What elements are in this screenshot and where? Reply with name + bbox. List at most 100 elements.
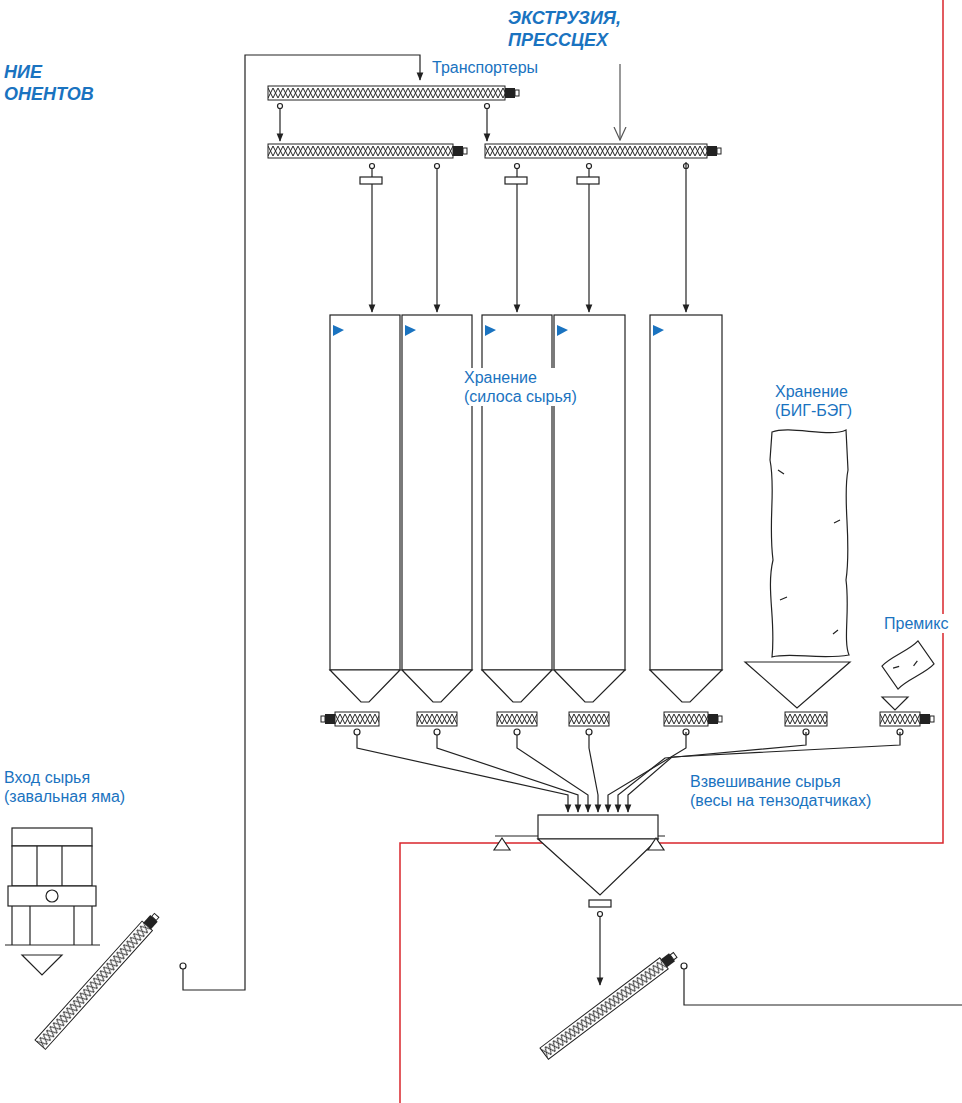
equipment-node: Хранение (силоса сырья) bbox=[322, 312, 728, 732]
transfer-drop bbox=[278, 104, 689, 313]
feed-line bbox=[589, 735, 598, 812]
intake-pit bbox=[46, 890, 58, 902]
equipment-label: Вход сырья (завальная яма) bbox=[4, 768, 126, 806]
transfer-drop bbox=[371, 169, 372, 312]
feeder-drop bbox=[514, 729, 520, 735]
level-sensor bbox=[485, 325, 496, 336]
screw-feeder bbox=[880, 712, 934, 726]
intake-pit bbox=[5, 944, 100, 945]
feed-line bbox=[357, 735, 568, 812]
feed-line bbox=[681, 963, 687, 969]
feed-line bbox=[183, 969, 200, 990]
screw-feeder bbox=[321, 712, 379, 726]
screw-feeder bbox=[497, 712, 537, 726]
screw-feeder bbox=[664, 712, 708, 726]
intake-pit bbox=[11, 906, 12, 945]
weighing-hopper bbox=[598, 912, 603, 917]
screw-conveyor bbox=[485, 144, 721, 158]
screw-conveyor bbox=[670, 952, 677, 959]
feed-line bbox=[180, 963, 200, 990]
screw-feeder bbox=[920, 714, 930, 724]
feeder-drop bbox=[434, 729, 440, 735]
big-bag bbox=[778, 470, 840, 634]
equipment-label: Хранение (БИГ-БЭГ) bbox=[775, 382, 853, 420]
screw-feeder bbox=[664, 712, 722, 726]
screw-conveyor bbox=[540, 949, 679, 1059]
weighing-hopper bbox=[599, 917, 600, 985]
gate-valve bbox=[505, 177, 527, 184]
feed-line bbox=[180, 963, 186, 969]
zone-line bbox=[400, 0, 943, 1103]
screw-conveyor bbox=[35, 911, 162, 1050]
gate-valve bbox=[360, 177, 382, 184]
silo bbox=[482, 670, 552, 702]
screw-conveyor bbox=[463, 148, 467, 154]
intake-pit bbox=[5, 828, 100, 975]
screw-feeder bbox=[569, 712, 609, 726]
zone-line bbox=[400, 0, 943, 1103]
feeder-drop bbox=[354, 729, 903, 735]
screw-conveyor bbox=[35, 921, 152, 1049]
silo bbox=[402, 670, 472, 702]
intake-pit bbox=[36, 846, 37, 886]
equipment-node: Премикс bbox=[866, 640, 946, 732]
transfer-drop bbox=[486, 109, 487, 141]
screw-feeder bbox=[417, 712, 457, 726]
transfer-drop bbox=[516, 169, 517, 312]
big-bag bbox=[745, 430, 850, 708]
screw-feeder bbox=[930, 716, 934, 722]
premix-bag bbox=[881, 640, 934, 710]
intake-pit bbox=[22, 955, 62, 975]
screw-conveyor bbox=[717, 148, 721, 154]
silo bbox=[330, 315, 400, 670]
screw-conveyor bbox=[707, 146, 717, 156]
equipment-node: Хранение (БИГ-БЭГ) bbox=[760, 428, 855, 732]
level-sensor bbox=[557, 325, 568, 336]
premix-bag bbox=[881, 640, 934, 690]
screw-feeder bbox=[569, 712, 609, 726]
flow-connector bbox=[628, 732, 900, 812]
feed-line bbox=[684, 969, 962, 1005]
transfer-drop bbox=[587, 164, 592, 169]
screw-feeder bbox=[335, 712, 379, 726]
flow-connector bbox=[200, 55, 420, 990]
transfer-drop bbox=[435, 164, 440, 169]
transfer-drop bbox=[279, 109, 280, 141]
intake-pit bbox=[91, 906, 92, 945]
screw-feeder bbox=[497, 712, 537, 726]
screw-feeder bbox=[785, 712, 827, 726]
screw-feeder bbox=[417, 712, 457, 726]
screw-feeder bbox=[325, 714, 335, 724]
screw-feeder bbox=[785, 712, 827, 726]
big-bag bbox=[745, 662, 850, 708]
screw-feeder bbox=[880, 712, 920, 726]
transfer-drop bbox=[485, 104, 490, 109]
intake-pit bbox=[12, 828, 92, 846]
silo bbox=[650, 670, 722, 702]
equipment-label: Транспортеры bbox=[432, 58, 538, 77]
screw-conveyor bbox=[515, 90, 519, 96]
intake-pit bbox=[29, 906, 30, 945]
level-sensor bbox=[653, 325, 664, 336]
feeder-drop bbox=[354, 729, 360, 735]
big-bag bbox=[770, 430, 849, 657]
level-sensor bbox=[333, 325, 344, 336]
weighing-hopper bbox=[538, 815, 658, 839]
screw-conveyor bbox=[540, 958, 668, 1059]
feed-line bbox=[437, 735, 578, 812]
weighing-hopper bbox=[648, 838, 664, 850]
silo bbox=[650, 315, 722, 670]
incoming-arrow bbox=[619, 64, 620, 140]
transfer-drop bbox=[515, 164, 520, 169]
intake-pit bbox=[73, 906, 74, 945]
equipment-node: Взвешивание сырья (весы на тензодатчиках… bbox=[495, 812, 665, 905]
section-label: НИЕ ОНЕНТОВ bbox=[4, 62, 24, 105]
transfer-drop bbox=[436, 169, 437, 312]
gate-valve bbox=[360, 177, 599, 184]
level-sensor bbox=[333, 325, 664, 336]
screw-conveyor bbox=[505, 88, 515, 98]
silo bbox=[554, 670, 625, 702]
equipment-label: Хранение (силоса сырья) bbox=[462, 368, 579, 406]
